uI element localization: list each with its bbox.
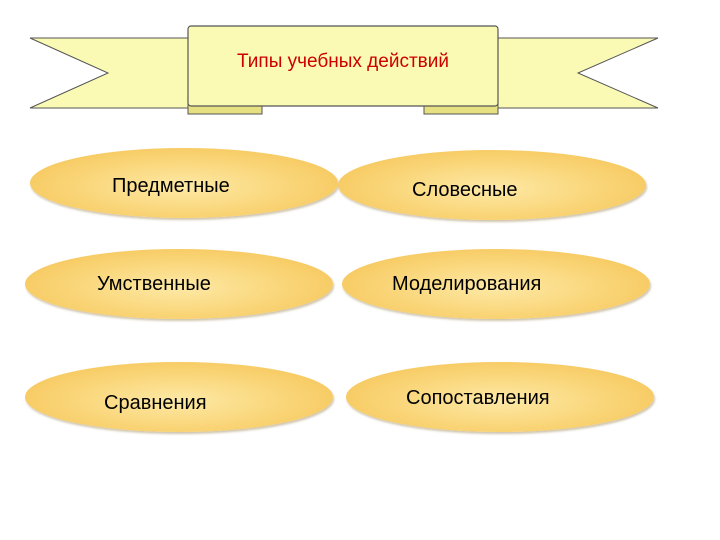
oval-slovesnye xyxy=(338,150,646,220)
banner-title: Типы учебных действий xyxy=(237,51,449,72)
oval-sopostavleniya xyxy=(346,362,654,432)
banner-right-tail xyxy=(489,37,659,109)
oval-label-sopostavleniya: Сопоставления xyxy=(406,387,550,409)
oval-label-umstvennye: Умственные xyxy=(97,273,211,295)
oval-umstvennye xyxy=(25,249,333,319)
oval-label-sravneniya: Сравнения xyxy=(104,392,207,414)
oval-label-predmetnye: Предметные xyxy=(112,175,230,197)
oval-predmetnye xyxy=(30,148,338,218)
title-banner xyxy=(29,25,659,115)
oval-label-slovesnye: Словесные xyxy=(412,179,518,201)
banner-panel xyxy=(187,25,499,107)
oval-sravneniya xyxy=(25,362,333,432)
oval-label-modelirovaniya: Моделирования xyxy=(392,273,542,295)
banner-left-tail xyxy=(29,37,201,109)
oval-modelirovaniya xyxy=(342,249,650,319)
